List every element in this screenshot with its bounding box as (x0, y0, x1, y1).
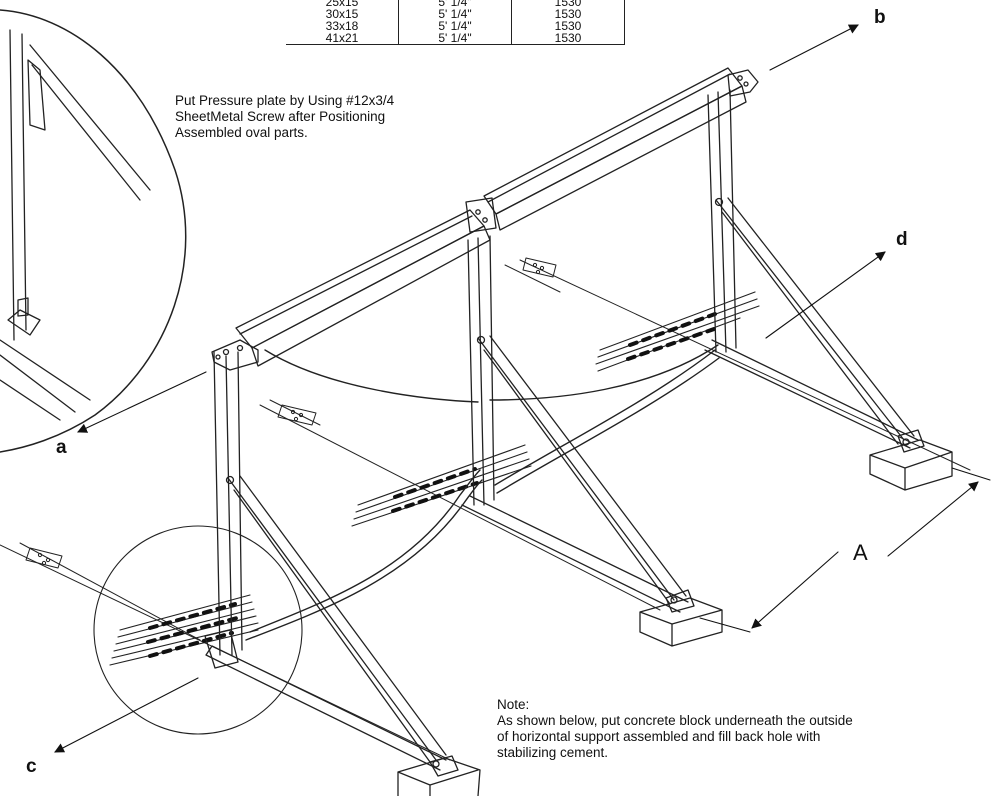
pressure-plate-note: Put Pressure plate by Using #12x3/4 Shee… (175, 93, 394, 141)
frame-1 (204, 339, 481, 796)
label-b: b (874, 7, 886, 28)
pipe-bundles (109, 291, 760, 666)
table-cell: 33x18 (325, 19, 359, 33)
dimension-table: 25x15 5' 1/4" 1530 30x15 5' 1/4" 1530 33… (286, 0, 625, 45)
label-a: a (56, 437, 67, 458)
concrete-block-note: Note: As shown below, put concrete block… (497, 697, 853, 761)
table-row: 41x21 5' 1/4" 1530 (286, 32, 625, 45)
table-cell: 5' 1/4" (398, 20, 512, 32)
table-cell: 5' 1/4" (398, 32, 512, 45)
table-cell: 25x15 (325, 0, 359, 9)
frame-2 (461, 197, 723, 647)
detail-circle (0, 9, 187, 453)
table-row: 30x15 5' 1/4" 1530 (286, 8, 625, 20)
ground-lines (0, 259, 971, 761)
note-line: of horizontal support assembled and fill… (497, 729, 821, 744)
note-line: stabilizing cement. (497, 745, 609, 760)
dimension-label-A: A (853, 540, 868, 565)
note-line: As shown below, put concrete block under… (497, 713, 853, 728)
ground-plates (25, 257, 557, 569)
table-cell: 30x15 (325, 7, 359, 21)
note-heading: Note: (497, 697, 530, 712)
table-cell: 1530 (511, 32, 625, 45)
table-cell: 1530 (511, 8, 625, 20)
top-rail-right (483, 67, 747, 231)
frame-3 (704, 69, 953, 491)
note-line: Put Pressure plate by Using #12x3/4 (175, 93, 395, 108)
table-cell: 5' 1/4" (398, 8, 512, 20)
table-row: 33x18 5' 1/4" 1530 (286, 20, 625, 32)
top-rail-left (235, 209, 491, 367)
table-row: 25x15 5' 1/4" 1530 (286, 0, 625, 8)
reference-arrows (54, 24, 991, 753)
label-c: c (26, 756, 37, 777)
table-cell: 1530 (511, 0, 625, 8)
table-cell: 5' 1/4" (398, 0, 512, 8)
table-cell: 41x21 (286, 32, 399, 45)
detail-callout-circle (93, 525, 303, 735)
table-cell: 1530 (511, 20, 625, 32)
note-line: Assembled oval parts. (175, 125, 308, 140)
label-d: d (896, 229, 908, 250)
note-line: SheetMetal Screw after Positioning (175, 109, 386, 124)
